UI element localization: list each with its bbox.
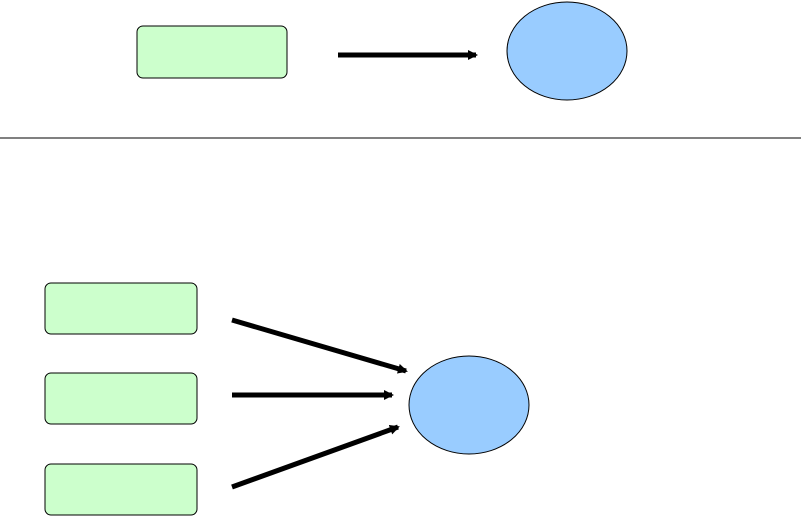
arrow xyxy=(231,317,408,374)
output-node xyxy=(408,355,530,455)
input-box xyxy=(44,282,198,335)
input-box xyxy=(44,463,198,516)
output-node xyxy=(506,1,628,101)
input-box xyxy=(44,372,198,425)
panel-multiple-inputs xyxy=(44,282,530,516)
panel-single-input xyxy=(136,1,628,101)
input-box xyxy=(136,25,288,79)
arrow xyxy=(231,424,400,490)
